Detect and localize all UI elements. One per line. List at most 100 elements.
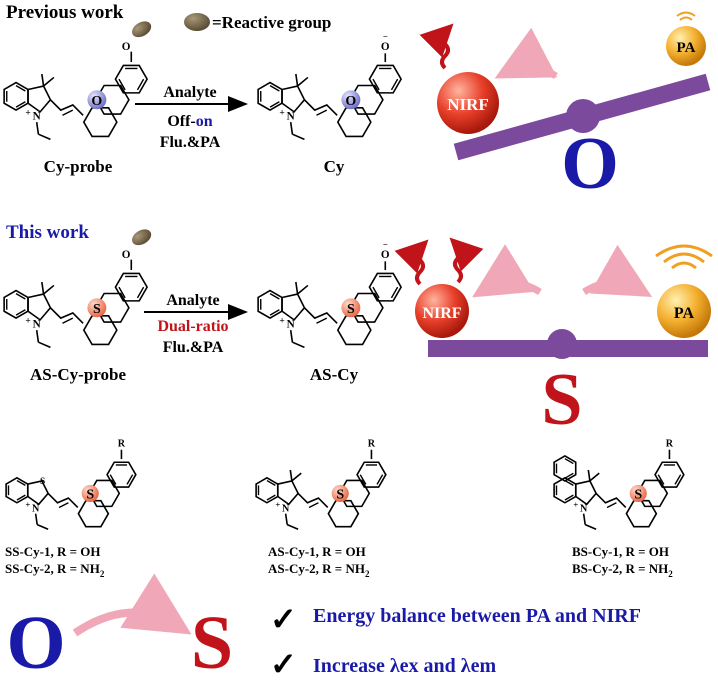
pa-signal-2c <box>655 244 713 258</box>
as-cy-probe-structure: N+SO <box>3 229 152 349</box>
methine-double-bond <box>308 502 319 509</box>
benzo-ring-double-bond <box>16 479 26 487</box>
as-cy-structure: N+SR <box>255 439 387 531</box>
ss-cy-2-label: SS-Cy-2, R = NH2 <box>5 561 105 579</box>
nirf-ball-1 <box>437 72 499 134</box>
core-atom: S <box>347 302 355 317</box>
benzo-ring-double-bond <box>15 309 26 316</box>
methyl-bond-b <box>297 76 309 87</box>
methine-chain <box>595 492 627 509</box>
ethyl-bond-a <box>284 513 288 525</box>
r-substituent: R <box>368 439 376 450</box>
check-icon-2: ✓ <box>270 646 297 682</box>
methyl-bond-a <box>295 73 299 87</box>
cyclohexene-ring <box>625 499 658 528</box>
methine-chain <box>49 99 84 116</box>
core-atom: O <box>91 94 102 109</box>
five-ring <box>27 480 50 506</box>
aryl-ring-double-bond <box>674 474 682 485</box>
cyclohexene-ring <box>82 107 118 138</box>
reaction2-dual-ratio: Dual-ratio <box>157 318 228 335</box>
as-cy-2-label: AS-Cy-2, R = NH2 <box>268 561 370 579</box>
check-icon-1: ✓ <box>270 601 297 637</box>
cyclohexene-ring <box>336 315 372 346</box>
pivot-letter-o: O <box>561 123 619 205</box>
cyclohexene-ring <box>336 107 372 138</box>
cy-probe-label: Cy-probe <box>44 157 113 176</box>
core-atom: S <box>634 487 642 502</box>
phenolate-oxygen: O <box>381 249 390 261</box>
naphthalene-ring-b-double-bond <box>564 479 574 487</box>
naphthalene-ring-a-double-bond <box>564 472 574 479</box>
as-cy-probe-label: AS-Cy-probe <box>30 365 126 384</box>
phenolate-charge: − <box>383 32 388 42</box>
previous-work-heading: Previous work <box>6 2 124 23</box>
bs-cy-2-label: BS-Cy-2, R = NH2 <box>572 561 673 579</box>
aryl-ring <box>368 272 403 302</box>
positive-charge: + <box>25 108 30 118</box>
reactive-group-icon <box>132 229 152 246</box>
pa-ball-2 <box>657 284 711 338</box>
benzo-ring-double-bond <box>15 293 26 300</box>
benzo-ring-double-bond <box>269 309 280 316</box>
methine-chain <box>47 492 79 509</box>
methyl-bond-a <box>295 281 299 295</box>
nitrogen-atom: N <box>282 503 290 514</box>
methyl-bond-b <box>291 472 302 482</box>
reactive-group-legend-icon <box>184 13 210 31</box>
nitrogen-atom: N <box>33 111 41 123</box>
nitrogen-atom: N <box>580 503 588 514</box>
methine-chain <box>49 307 84 324</box>
nitrogen-atom: N <box>287 319 295 331</box>
ethyl-bond-a <box>289 330 294 343</box>
core-ball <box>87 90 107 110</box>
pa-signal-2a <box>671 261 697 270</box>
cyclohexene-ring <box>77 499 110 528</box>
ethyl-bond-b <box>292 133 305 141</box>
methyl-bond-a <box>289 469 293 482</box>
ss-cy-structure: SN+SR <box>5 439 137 531</box>
aryl-ring-double-bond <box>372 78 380 91</box>
cyclohexene-ring <box>327 499 360 528</box>
core-atom: S <box>336 487 344 502</box>
reaction1-analyte: Analyte <box>163 84 216 101</box>
five-ring <box>27 85 52 113</box>
cy-label: Cy <box>324 157 345 176</box>
ethyl-bond-b <box>36 523 49 531</box>
aryl-ring-double-bond <box>372 286 380 299</box>
nirf-emission-2b <box>449 237 484 284</box>
bs-cy-1-label: BS-Cy-1, R = OH <box>572 544 669 559</box>
methine-double-bond <box>606 502 617 509</box>
nirf-label-1: NIRF <box>447 95 489 114</box>
core-ball <box>629 484 647 502</box>
methyl-bond-b <box>297 284 309 295</box>
nitrogen-atom: N <box>33 319 41 331</box>
phenolate-charge: − <box>383 240 388 250</box>
pa-ball-1 <box>666 26 706 66</box>
aryl-ring-double-bond <box>126 474 134 485</box>
this-work-heading: This work <box>6 222 89 243</box>
positive-charge: + <box>25 499 30 509</box>
methine-double-bond <box>58 502 69 509</box>
benzo-ring <box>257 81 283 112</box>
ethyl-bond-a <box>35 122 40 135</box>
aryl-ring-double-bond <box>390 78 399 91</box>
five-ring <box>281 85 306 113</box>
positive-charge: + <box>25 316 30 326</box>
ethyl-bond-a <box>582 513 586 525</box>
nirf-label-2: NIRF <box>422 305 461 322</box>
benzo-ring-double-bond <box>266 494 276 501</box>
methine-double-bond <box>62 317 74 324</box>
aryl-ring-double-bond <box>390 286 399 299</box>
pa-signal-1b <box>676 11 696 17</box>
bottom-letter-o: O <box>6 601 65 685</box>
benzo-ring-double-bond <box>15 85 26 92</box>
benzo-ring-double-bond <box>16 494 26 501</box>
five-ring <box>27 293 52 321</box>
aryl-ring-double-bond <box>136 78 145 91</box>
tilt-arrow-s-left <box>472 244 542 298</box>
nirf-emission-2a <box>394 239 429 286</box>
balance-s: NIRF PA S <box>394 237 713 441</box>
methyl-bond-a <box>587 469 591 482</box>
